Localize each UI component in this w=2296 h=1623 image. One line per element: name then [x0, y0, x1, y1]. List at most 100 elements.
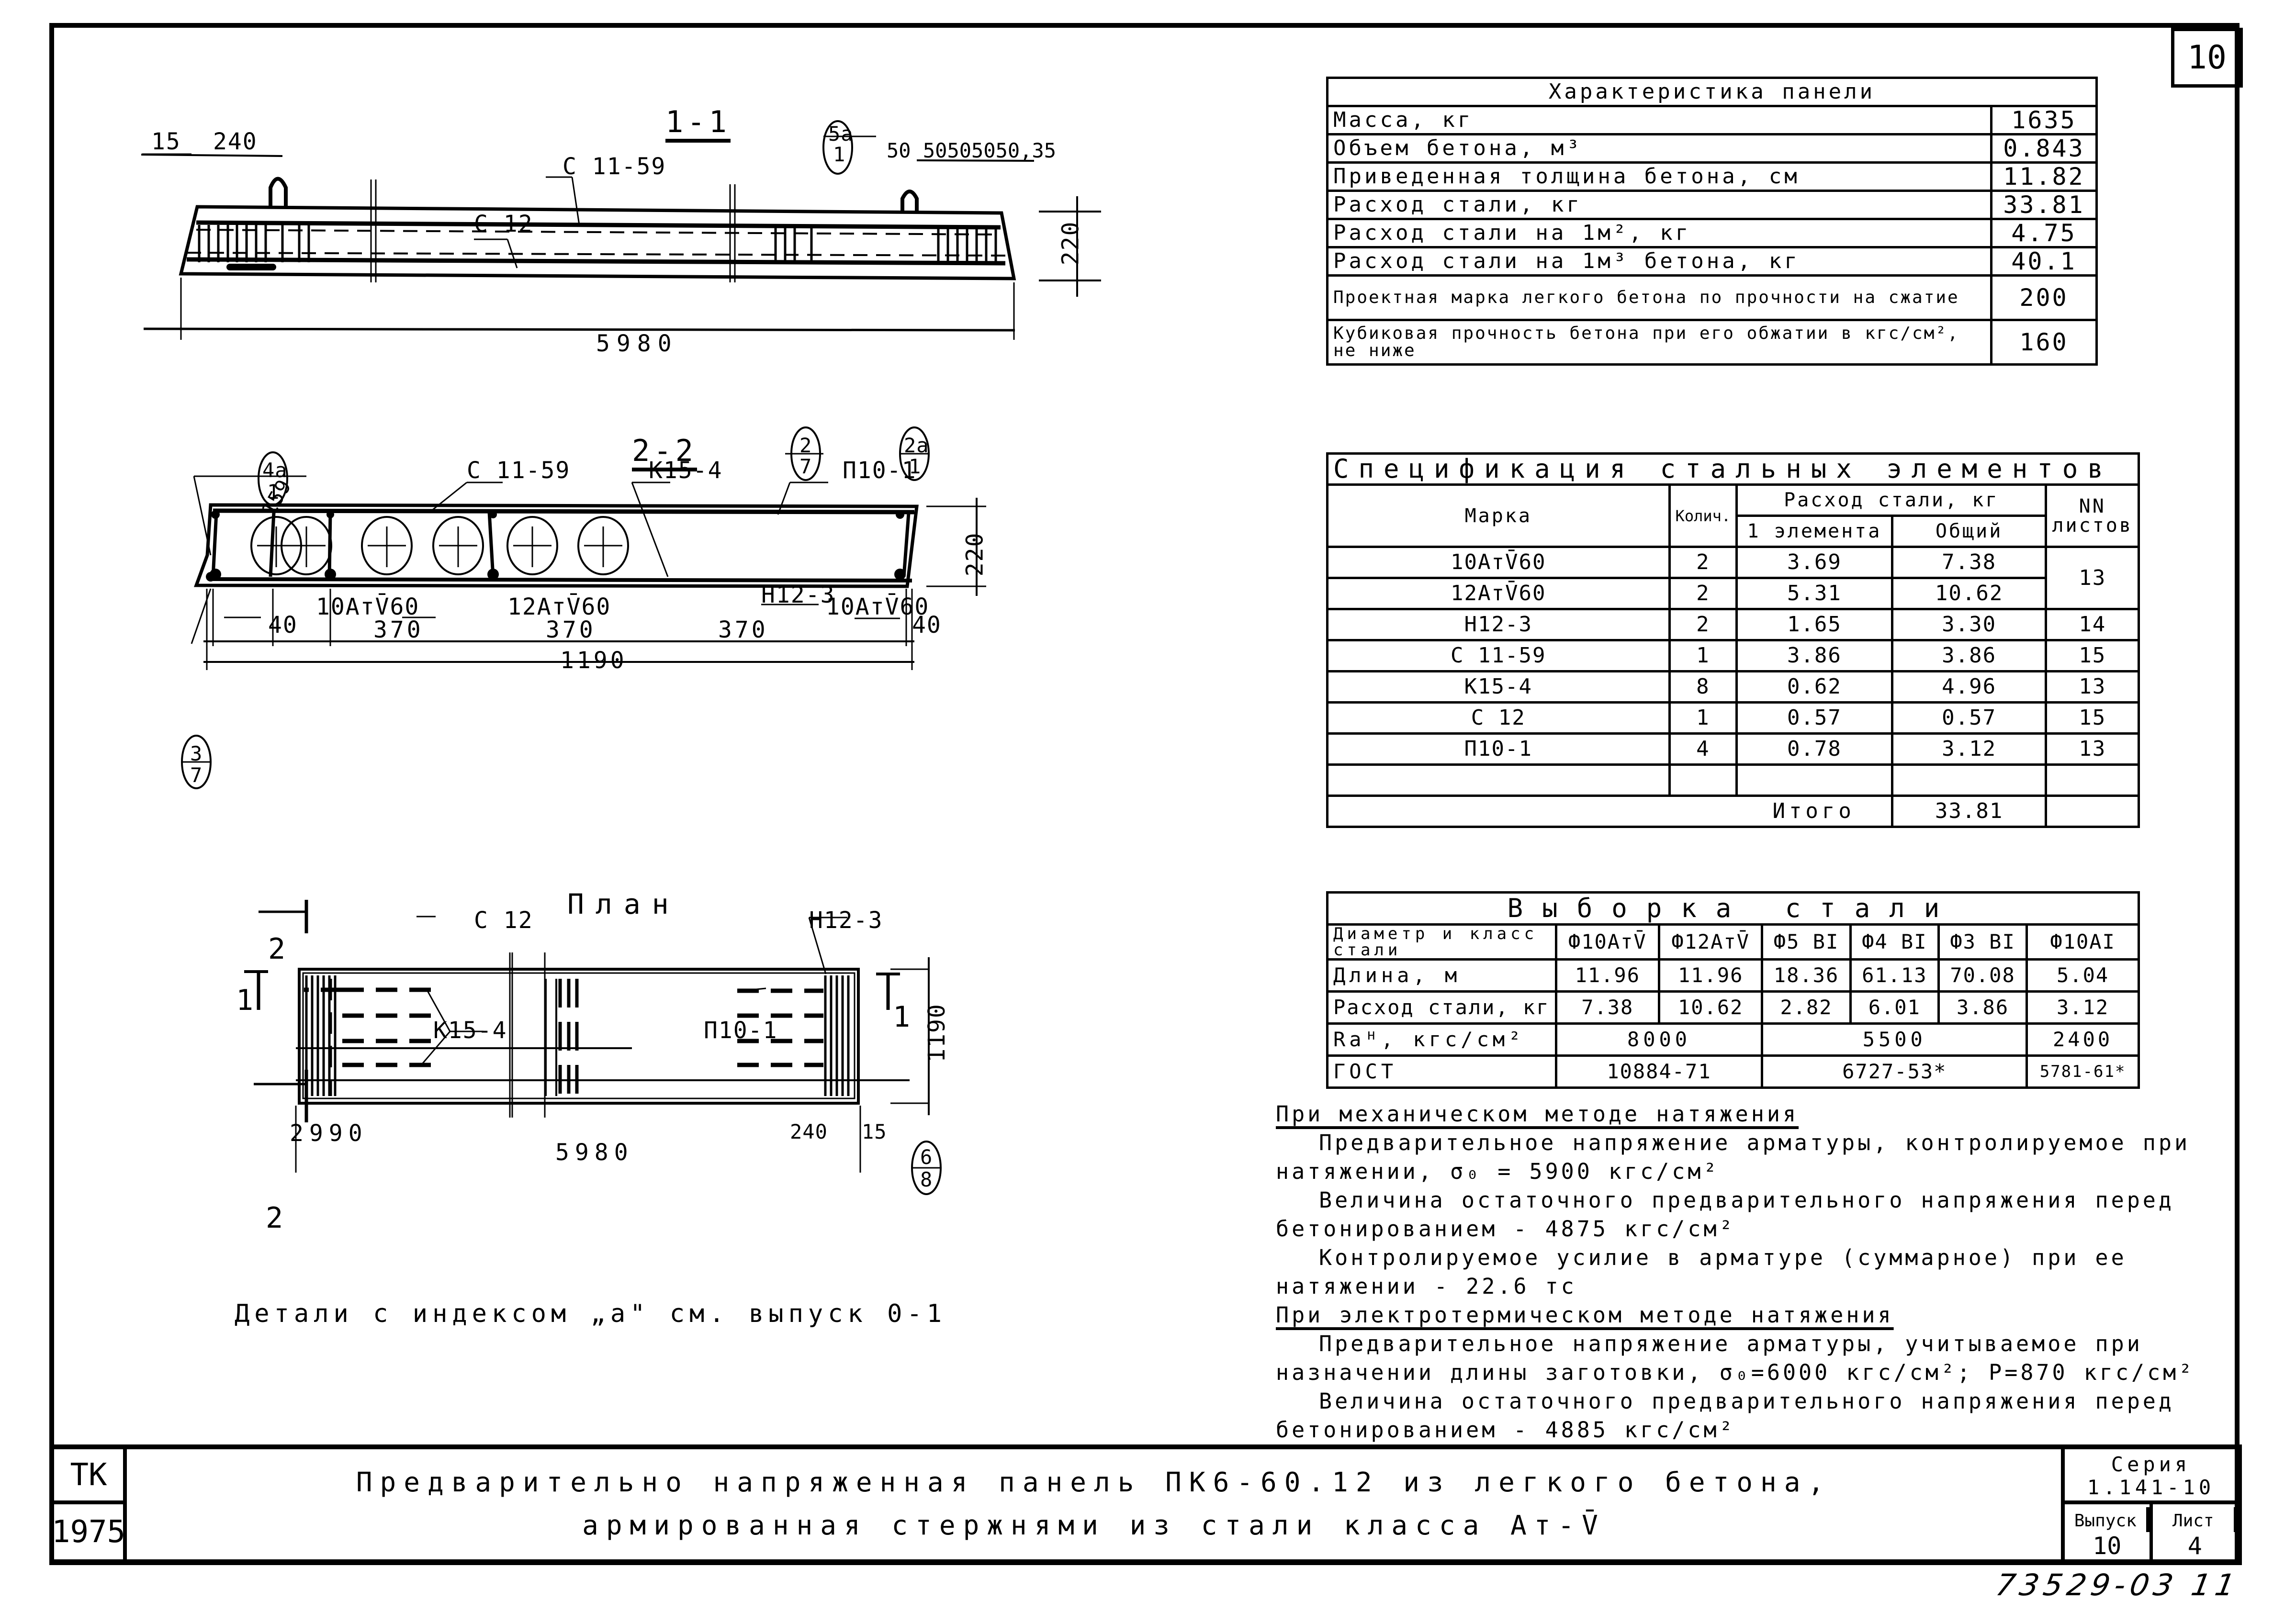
cell-use: 3.12	[2026, 990, 2140, 1025]
specification-table: Спецификация стальных элементов Марка Ко…	[1326, 452, 2140, 828]
cell-gost: 10884-71	[1554, 1054, 1764, 1089]
dim-370-a: 370	[373, 616, 424, 643]
cell-sheet: 15	[2045, 639, 2140, 672]
cell-mark: С 11-59	[1326, 639, 1671, 672]
cell-qty: 8	[1668, 670, 1738, 704]
label-p10-1-s22: П10-1	[843, 457, 917, 484]
table-row: Raᴴ, кгс/см² 8000 5500 2400	[1326, 1022, 2140, 1057]
drawing-frame	[49, 23, 2240, 1564]
table-row-empty	[1326, 763, 2140, 797]
cell-total: 10.62	[1891, 577, 2048, 610]
section-2-2-title: 2-2	[632, 433, 697, 468]
label-k15-4-s22: К15-4	[649, 457, 723, 484]
sheet-cell: Лист 4	[2153, 1504, 2237, 1560]
plan-callout-den: 8	[920, 1168, 933, 1191]
cell-mark: Н12-3	[1326, 608, 1671, 641]
details-note: Детали с индексом „а" см. выпуск 0-1	[235, 1299, 947, 1328]
plan-dim-2990: 2990	[290, 1120, 368, 1147]
cell-ra: 8000	[1554, 1022, 1764, 1057]
table-row: С 11-59 1 3.86 3.86 15	[1326, 639, 2140, 672]
archive-number: 73529-03 11	[1993, 1567, 2242, 1602]
table-row-total: Итого 33.81	[1326, 795, 2140, 828]
total-label: Итого	[1736, 795, 1893, 828]
char-value: 1635	[1990, 105, 2098, 135]
cell-use: 6.01	[1849, 990, 1940, 1025]
callout-2a-num: 2a	[904, 434, 929, 457]
cell-length: 70.08	[1937, 958, 2028, 993]
row-label-use: Расход стали, кг	[1326, 990, 1557, 1025]
plan-label-n12-3: Н12-3	[809, 907, 883, 934]
col-per-element: 1 элемента	[1735, 515, 1893, 548]
section-mark-2-bottom: 2	[266, 1201, 284, 1235]
table-row: 12АтV̄60 2 5.31 10.62	[1326, 577, 2139, 610]
plan-label-c12: С 12	[474, 907, 533, 934]
plan-title: План	[567, 888, 680, 920]
char-label: Приведенная толщина бетона, см	[1326, 161, 1992, 192]
callout-5a-den: 1	[833, 143, 846, 166]
callout-4a-den: 1	[267, 480, 280, 504]
section-1-1-drawing	[141, 120, 1101, 340]
mechanical-p3: Контролируемое усилие в арматуре (суммар…	[1276, 1245, 2127, 1299]
sheet-value: 4	[2187, 1532, 2202, 1560]
dim-370-c: 370	[718, 616, 768, 643]
table-row: Кубиковая прочность бетона при его обжат…	[1326, 319, 2098, 366]
cell-total: 3.12	[1891, 732, 2048, 766]
cell-per: 3.86	[1735, 639, 1893, 672]
plan-label-p10-1: П10-1	[704, 1017, 778, 1044]
org-code: ТК	[54, 1449, 123, 1504]
col-total: Общий	[1891, 515, 2048, 548]
drawing-title-line2: армированная стержнями из стали класса А…	[582, 1510, 1606, 1541]
electrothermal-p1: Предварительное напряжение арматуры, учи…	[1276, 1331, 2195, 1385]
char-value: 40.1	[1990, 246, 2098, 277]
cell-length: 61.13	[1849, 958, 1940, 993]
sheet-corner-number-text: 10	[2187, 39, 2227, 77]
char-label: Расход стали, кг	[1326, 190, 1992, 220]
row-header-diameter: Диаметр и класс стали	[1326, 923, 1557, 961]
callout-2-7-num: 2	[799, 434, 812, 457]
char-value: 33.81	[1990, 190, 2098, 220]
row-label-ra: Raᴴ, кгс/см²	[1326, 1022, 1557, 1057]
col-diameter: Ф10АI	[2026, 923, 2140, 961]
cell-mark: 12АтV̄60	[1326, 577, 1671, 610]
row-label-gost: ГОСТ	[1326, 1054, 1557, 1089]
cell-mark: 10АтV̄60	[1326, 546, 1671, 579]
char-value: 160	[1990, 319, 2098, 366]
cell-total: 4.96	[1891, 670, 2048, 704]
cell-sheet: 13	[2045, 670, 2140, 704]
dims-top-right: 50 50505050,35	[887, 139, 1057, 162]
characteristics-title: Характеристика панели	[1326, 77, 2098, 107]
dim-length-5980: 5980	[596, 330, 678, 357]
sheet-corner-number: 10	[2171, 28, 2243, 88]
steel-selection-table: Выборка стали Диаметр и класс стали Ф10А…	[1326, 891, 2140, 1089]
drawing-title: Предварительно напряженная панель ПК6-60…	[127, 1449, 2061, 1559]
cell-sheet: 13	[2045, 546, 2140, 610]
char-label: Расход стали на 1м², кг	[1326, 218, 1992, 248]
dim-width-1190: 1190	[560, 647, 627, 674]
cell-total: 0.57	[1891, 701, 2048, 735]
callout-3-7-num: 3	[190, 742, 203, 765]
plan-dim-240: 240	[790, 1120, 828, 1143]
cell-total: 3.30	[1891, 608, 2048, 641]
char-value: 0.843	[1990, 133, 2098, 164]
mechanical-p1: Предварительное напряжение арматуры, кон…	[1276, 1130, 2191, 1184]
dim-15: 15	[151, 128, 181, 155]
plan-dim-15: 15	[862, 1120, 887, 1143]
label-10atv60-left: 10АтV̄60	[316, 593, 420, 620]
cell-length: 18.36	[1761, 958, 1852, 993]
cell-sheet: 14	[2045, 608, 2140, 641]
cell-length: 11.96	[1554, 958, 1660, 993]
cell-use: 10.62	[1657, 990, 1764, 1025]
table-row: 10АтV̄60 2 3.69 7.38 13	[1326, 546, 2140, 610]
cell-per: 5.31	[1735, 577, 1893, 610]
table-row: Проектная марка легкого бетона по прочно…	[1326, 274, 2098, 321]
callout-5a-num: 5a	[828, 122, 854, 146]
cell-per: 1.65	[1735, 608, 1893, 641]
col-qty: Колич.	[1668, 483, 1738, 548]
cell-per: 0.62	[1735, 670, 1893, 704]
label-12atv60: 12АтV̄60	[507, 593, 611, 620]
label-n12-3-s22: Н12-3	[761, 582, 835, 608]
col-diameter: Ф3 ВI	[1937, 923, 2028, 961]
